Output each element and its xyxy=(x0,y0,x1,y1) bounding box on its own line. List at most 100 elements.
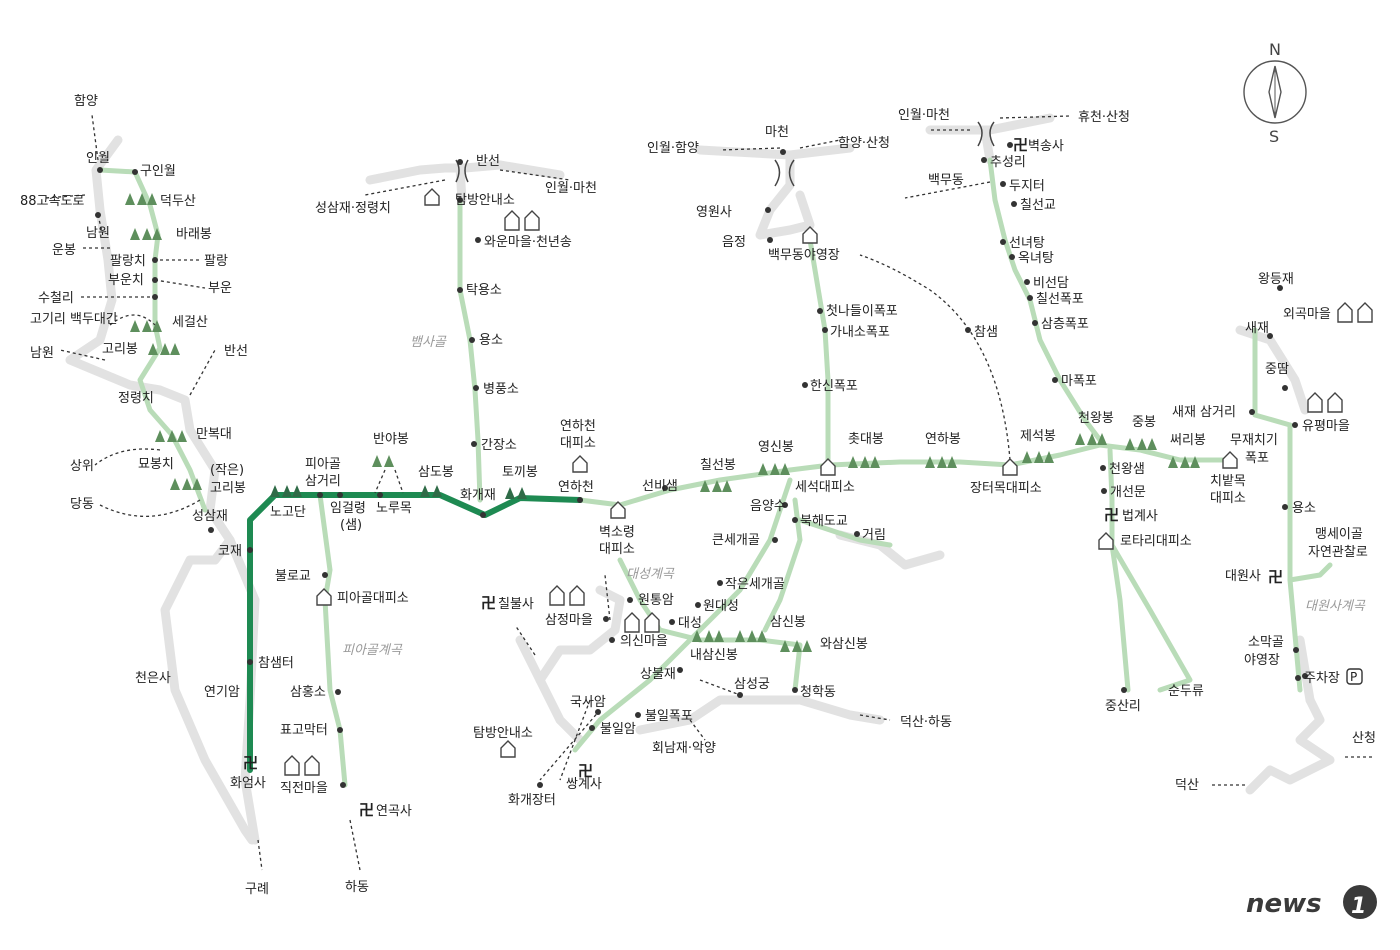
label: 대피소 xyxy=(599,542,635,557)
label: 삼층폭포 xyxy=(1041,317,1089,332)
label: 간장소 xyxy=(481,438,517,453)
label: 써리봉 xyxy=(1170,433,1206,448)
label: 구례 xyxy=(245,882,269,897)
label: 마폭포 xyxy=(1061,374,1097,389)
label: 음양수 xyxy=(750,499,786,514)
peak-icon xyxy=(125,193,157,205)
label: 외곡마을 xyxy=(1283,307,1331,322)
label: 천왕봉 xyxy=(1078,411,1114,426)
peak-icon xyxy=(505,487,527,499)
label: 첫나들이폭포 xyxy=(826,304,898,319)
label: 제석봉 xyxy=(1020,429,1056,444)
valley-labels: 뱀사골 대성계곡 피아골계곡 대원사계곡 xyxy=(342,335,1366,658)
label: 대원사 xyxy=(1225,569,1261,584)
label: 참샘 xyxy=(974,325,998,340)
label: 88고속도로 xyxy=(20,194,84,209)
label: 삼정마을 xyxy=(545,613,593,628)
compass-south: S xyxy=(1269,127,1279,146)
peak-icon xyxy=(148,343,180,355)
village-icon xyxy=(549,585,585,606)
label: 성삼재 xyxy=(192,509,228,524)
label: 칠불사 xyxy=(498,597,534,612)
label: 수철리 xyxy=(38,291,74,306)
label: 국사암 xyxy=(570,695,606,710)
label: 백무동 xyxy=(928,173,964,188)
label: 세석대피소 xyxy=(795,480,855,495)
svg-text:卍: 卍 xyxy=(578,762,593,780)
compass: N S xyxy=(1243,40,1307,146)
label: 휴천·산청 xyxy=(1078,110,1130,125)
label: 용소 xyxy=(479,333,503,348)
label: 임걸령 xyxy=(330,501,366,516)
label: 당동 xyxy=(70,497,94,512)
peak-icon xyxy=(130,228,162,240)
label: 작은세개골 xyxy=(725,577,785,592)
label: 덕두산 xyxy=(160,194,196,209)
label: 천은사 xyxy=(135,671,171,686)
label: 함양·산청 xyxy=(838,136,890,151)
shelter-icon xyxy=(1002,458,1018,476)
direction-arrows xyxy=(44,114,1375,871)
label: 코재 xyxy=(218,544,242,559)
svg-text:대원사계곡: 대원사계곡 xyxy=(1305,599,1366,614)
label: 하동 xyxy=(345,880,369,895)
label: 추성리 xyxy=(990,155,1026,170)
label: 불로교 xyxy=(275,569,311,584)
label: 용소 xyxy=(1292,501,1316,516)
label: 두지터 xyxy=(1009,179,1045,194)
label: 인월·마천 xyxy=(545,181,597,196)
label: 쌍계사 xyxy=(566,777,602,792)
village-icon xyxy=(504,210,540,231)
label: 새재 xyxy=(1245,321,1269,336)
svg-text:뱀사골: 뱀사골 xyxy=(410,335,447,350)
svg-text:卍: 卍 xyxy=(1268,568,1283,586)
label: 와삼신봉 xyxy=(820,637,868,652)
peak-icon xyxy=(420,485,442,497)
label: 만복대 xyxy=(196,427,232,442)
label: 운봉 xyxy=(52,243,76,258)
label: 반선 xyxy=(224,344,248,359)
shelter-icon xyxy=(1098,532,1114,550)
label: 참샘터 xyxy=(258,656,294,671)
svg-text:卍: 卍 xyxy=(481,594,496,612)
shelter-icon xyxy=(500,740,516,758)
label: 화개재 xyxy=(460,488,496,503)
label: 덕산·하동 xyxy=(900,715,952,730)
label: 반야봉 xyxy=(373,432,409,447)
label: 원통암 xyxy=(638,593,674,608)
label: 칠선교 xyxy=(1020,198,1056,213)
label: 음정 xyxy=(722,235,746,250)
label: 법계사 xyxy=(1122,509,1158,524)
label: 폭포 xyxy=(1245,451,1269,466)
label: 회남재·악양 xyxy=(652,741,716,756)
label: 선녀탕 xyxy=(1009,236,1045,251)
label: 화엄사 xyxy=(230,776,266,791)
peak-icon xyxy=(848,456,880,468)
label: 탁용소 xyxy=(466,283,502,298)
label: 주차장 xyxy=(1304,671,1340,686)
label: 정령치 xyxy=(118,391,154,406)
label: 소막골 xyxy=(1248,635,1284,650)
label: 탐방안내소 xyxy=(455,193,515,208)
label: 유평마을 xyxy=(1302,419,1350,434)
label: 팔랑 xyxy=(204,254,228,269)
peak-icon xyxy=(735,630,767,642)
parking-icon xyxy=(1346,668,1363,685)
label: 로타리대피소 xyxy=(1120,534,1192,549)
shelter-icon xyxy=(610,501,626,519)
compass-north: N xyxy=(1269,40,1281,59)
label: 대피소 xyxy=(560,436,596,451)
shelter-icon xyxy=(820,458,836,476)
village-icon xyxy=(284,755,320,776)
svg-text:卍: 卍 xyxy=(243,754,258,772)
label: 큰세개골 xyxy=(712,533,760,548)
label: 불일폭포 xyxy=(645,709,693,724)
peak-icon xyxy=(780,640,812,652)
label: (작은) xyxy=(210,463,244,478)
label: 백무동야영장 xyxy=(768,248,840,263)
place-labels: 함양 인월 구인월 88고속도로 덕두산 남원 운봉 바래봉 팔랑치 팔랑 부운… xyxy=(20,94,1376,897)
svg-text:卍: 卍 xyxy=(1104,506,1119,524)
label: 새재 삼거리 xyxy=(1172,405,1236,420)
svg-text:卍: 卍 xyxy=(359,801,374,819)
label: 고리봉 xyxy=(210,481,246,496)
